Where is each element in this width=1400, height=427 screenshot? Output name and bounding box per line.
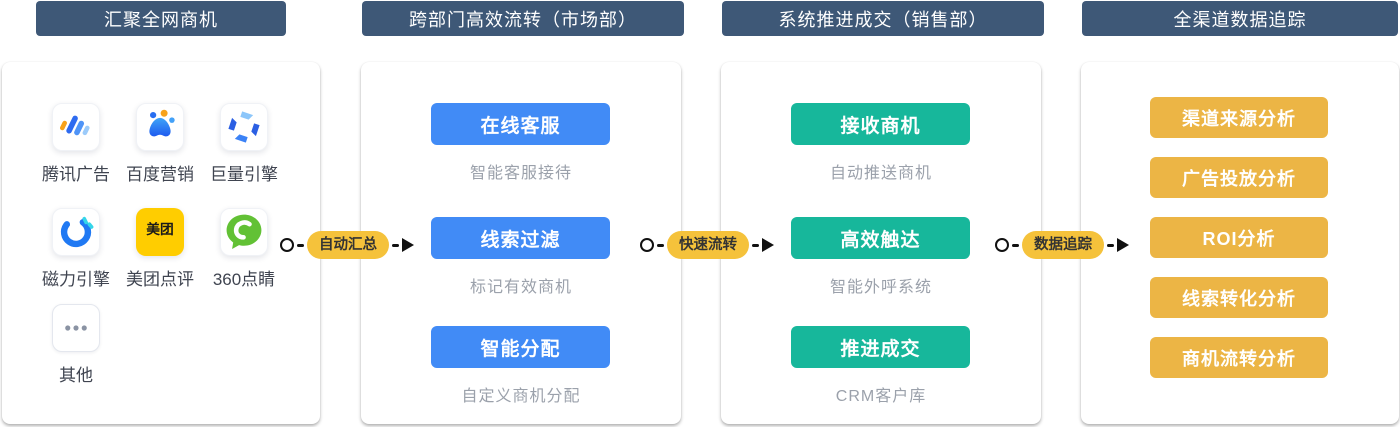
card-marketing: 在线客服 智能客服接待 线索过滤 标记有效商机 智能分配 自定义商机分配 bbox=[361, 62, 681, 424]
connector-circle-icon bbox=[280, 238, 294, 252]
step-desc: 智能外呼系统 bbox=[829, 279, 932, 296]
connector-auto-summary: 自动汇总 bbox=[280, 231, 414, 259]
connector-pill: 快速流转 bbox=[667, 231, 749, 259]
analytics-item-ad-placement: 广告投放分析 bbox=[1150, 157, 1328, 198]
connector-pill: 自动汇总 bbox=[307, 231, 389, 259]
tencent-ads-icon bbox=[52, 103, 100, 151]
magnetic-engine-icon bbox=[52, 208, 100, 256]
source-item: 美团 美团点评 bbox=[118, 208, 202, 290]
header-marketing: 跨部门高效流转（市场部） bbox=[362, 1, 684, 36]
connector-pill: 数据追踪 bbox=[1022, 231, 1104, 259]
source-item: 其他 bbox=[34, 304, 118, 386]
connector-dash bbox=[297, 243, 304, 247]
baidu-marketing-icon bbox=[136, 103, 184, 151]
card-sources: 腾讯广告 百度营销 bbox=[2, 62, 320, 424]
meituan-logo-text: 美团 bbox=[146, 221, 174, 237]
connector-dash bbox=[1012, 243, 1019, 247]
analytics-item-lead-flow: 商机流转分析 bbox=[1150, 337, 1328, 378]
step-desc: 自定义商机分配 bbox=[461, 388, 581, 405]
step-button-push-deal: 推进成交 bbox=[791, 326, 970, 368]
connector-dash bbox=[1107, 243, 1114, 247]
meituan-icon: 美团 bbox=[136, 208, 184, 256]
header-analytics: 全渠道数据追踪 bbox=[1082, 1, 1398, 36]
header-sales: 系统推进成交（销售部） bbox=[722, 1, 1044, 36]
step-button-receive-leads: 接收商机 bbox=[791, 103, 970, 145]
connector-dash bbox=[752, 243, 759, 247]
connector-arrowhead-icon bbox=[402, 238, 414, 252]
step-button-online-service: 在线客服 bbox=[431, 103, 610, 145]
source-label: 百度营销 bbox=[126, 165, 194, 184]
source-item: 百度营销 bbox=[118, 103, 202, 185]
source-label: 美团点评 bbox=[126, 270, 194, 289]
ocean-engine-icon bbox=[220, 103, 268, 151]
card-sales: 接收商机 自动推送商机 高效触达 智能外呼系统 推进成交 CRM客户库 bbox=[721, 62, 1041, 424]
connector-dash bbox=[657, 243, 664, 247]
step-button-efficient-reach: 高效触达 bbox=[791, 217, 970, 259]
more-icon bbox=[52, 304, 100, 352]
360-dianjing-icon bbox=[220, 208, 268, 256]
source-label: 其他 bbox=[59, 366, 93, 385]
source-label: 巨量引擎 bbox=[210, 165, 278, 184]
connector-dash bbox=[392, 243, 399, 247]
source-label: 磁力引擎 bbox=[42, 270, 110, 289]
source-item: 磁力引擎 bbox=[34, 208, 118, 290]
source-label: 360点睛 bbox=[212, 270, 276, 289]
analytics-item-channel-source: 渠道来源分析 bbox=[1150, 97, 1328, 138]
step-desc: 标记有效商机 bbox=[469, 279, 572, 296]
analytics-item-lead-conversion: 线索转化分析 bbox=[1150, 277, 1328, 318]
card-analytics: 渠道来源分析 广告投放分析 ROI分析 线索转化分析 商机流转分析 bbox=[1081, 62, 1399, 424]
step-desc: 自动推送商机 bbox=[829, 165, 932, 182]
connector-fast-flow: 快速流转 bbox=[640, 231, 774, 259]
connector-arrowhead-icon bbox=[762, 238, 774, 252]
step-desc: CRM客户库 bbox=[835, 388, 927, 405]
source-item: 巨量引擎 bbox=[202, 103, 286, 185]
source-item: 腾讯广告 bbox=[34, 103, 118, 185]
step-desc: 智能客服接待 bbox=[469, 165, 572, 182]
source-label: 腾讯广告 bbox=[42, 165, 110, 184]
step-button-lead-filter: 线索过滤 bbox=[431, 217, 610, 259]
analytics-item-roi: ROI分析 bbox=[1150, 217, 1328, 258]
connector-circle-icon bbox=[995, 238, 1009, 252]
connector-circle-icon bbox=[640, 238, 654, 252]
step-button-smart-assign: 智能分配 bbox=[431, 326, 610, 368]
connector-arrowhead-icon bbox=[1117, 238, 1129, 252]
connector-data-tracking: 数据追踪 bbox=[995, 231, 1129, 259]
source-item: 360点睛 bbox=[202, 208, 286, 290]
header-sources: 汇聚全网商机 bbox=[36, 1, 286, 36]
